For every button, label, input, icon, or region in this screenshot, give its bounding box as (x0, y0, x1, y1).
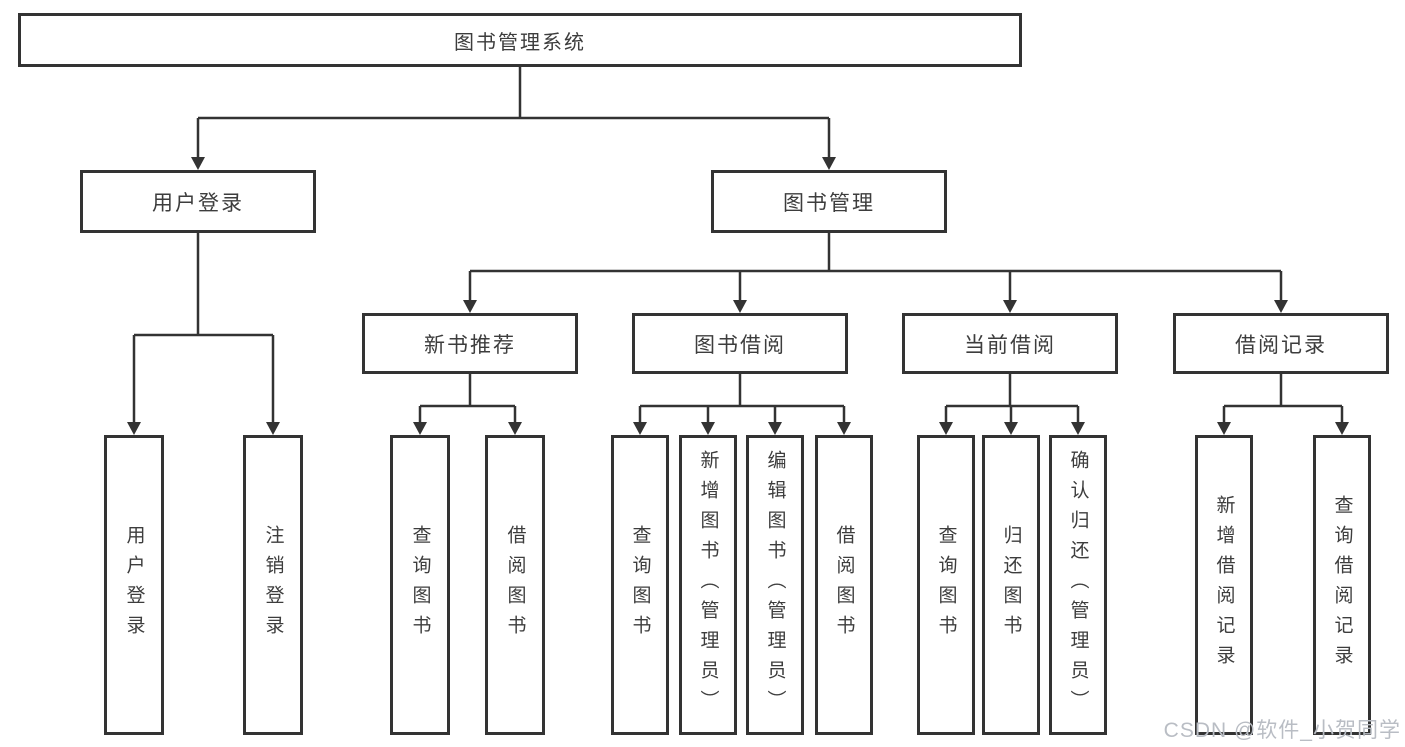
node-label: 新增借阅记录 (1213, 495, 1235, 675)
node-book-management: 图书管理 (711, 170, 947, 233)
node-label: 借阅记录 (1235, 333, 1327, 357)
leaf-user-login: 用户登录 (104, 435, 164, 735)
leaf-logout: 注销登录 (243, 435, 303, 735)
node-label: 借阅图书 (833, 525, 855, 645)
node-label: 图书管理系统 (454, 31, 586, 54)
leaf-confirm-return-admin: 确认归还（管理员） (1049, 435, 1107, 735)
connector-book-borrow-to-leaves (633, 374, 851, 435)
node-borrow-records: 借阅记录 (1173, 313, 1389, 374)
leaf-borrow-books-1: 借阅图书 (485, 435, 545, 735)
connector-new-book-to-leaves (413, 374, 522, 435)
leaf-query-books-2: 查询图书 (611, 435, 669, 735)
connector-borrow-records-to-leaves (1217, 374, 1349, 435)
node-user-login: 用户登录 (80, 170, 316, 233)
node-label: 注销登录 (262, 525, 284, 645)
node-current-borrow: 当前借阅 (902, 313, 1118, 374)
connector-current-borrow-to-leaves (939, 374, 1085, 435)
leaf-query-books-3: 查询图书 (917, 435, 975, 735)
node-label: 归还图书 (1000, 525, 1022, 645)
node-label: 图书管理 (783, 191, 875, 215)
connector-book-mgmt-to-level3 (463, 233, 1288, 313)
node-label: 用户登录 (123, 525, 145, 645)
csdn-watermark: CSDN @软件_小贺同学 (1163, 719, 1401, 742)
node-label: 编辑图书（管理员） (764, 450, 786, 720)
node-label: 用户登录 (152, 191, 244, 215)
leaf-add-books-admin: 新增图书（管理员） (679, 435, 737, 735)
leaf-query-borrow-record: 查询借阅记录 (1313, 435, 1371, 735)
leaf-borrow-books-2: 借阅图书 (815, 435, 873, 735)
node-new-book-recommend: 新书推荐 (362, 313, 578, 374)
node-root-library-system: 图书管理系统 (18, 13, 1022, 67)
leaf-return-books: 归还图书 (982, 435, 1040, 735)
node-book-borrow: 图书借阅 (632, 313, 848, 374)
leaf-edit-books-admin: 编辑图书（管理员） (746, 435, 804, 735)
node-label: 借阅图书 (504, 525, 526, 645)
node-label: 查询图书 (935, 525, 957, 645)
node-label: 当前借阅 (964, 333, 1056, 357)
node-label: 确认归还（管理员） (1067, 450, 1089, 720)
connector-user-login-to-leaves (127, 233, 280, 435)
node-label: 新书推荐 (424, 333, 516, 357)
node-label: 查询图书 (629, 525, 651, 645)
leaf-add-borrow-record: 新增借阅记录 (1195, 435, 1253, 735)
node-label: 图书借阅 (694, 333, 786, 357)
leaf-query-books-1: 查询图书 (390, 435, 450, 735)
connector-root-to-level2 (191, 67, 836, 170)
node-label: 查询借阅记录 (1331, 495, 1353, 675)
node-label: 查询图书 (409, 525, 431, 645)
node-label: 新增图书（管理员） (697, 450, 719, 720)
